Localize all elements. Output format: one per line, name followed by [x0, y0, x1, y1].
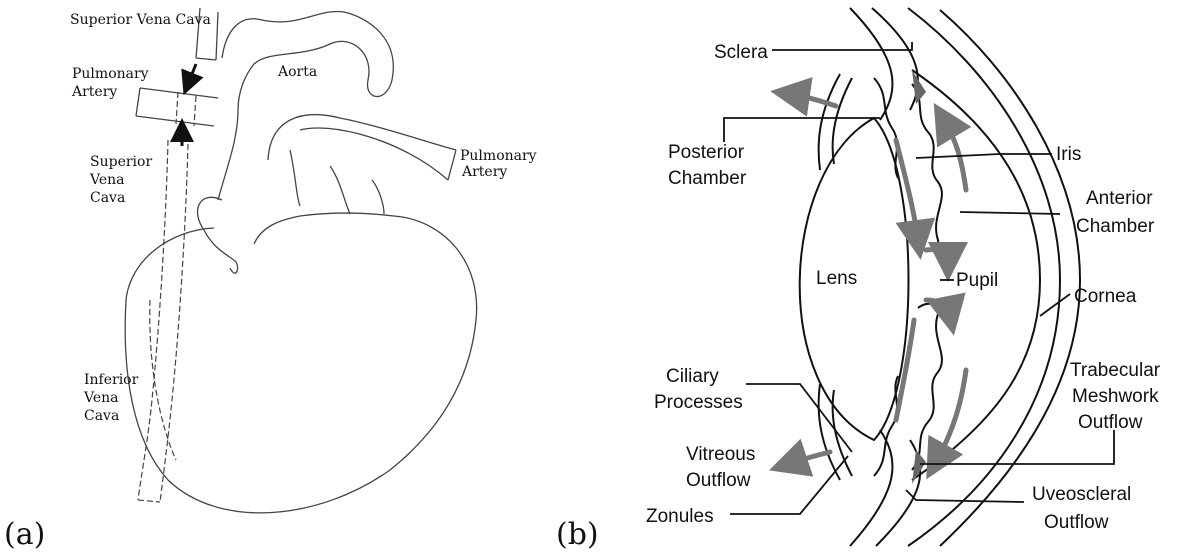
label-ciliary-processes-1: Ciliary [666, 366, 719, 387]
flow-arrow-posterior-top [896, 140, 918, 240]
sclera-bottom-outer [876, 440, 920, 546]
label-aorta: Aorta [277, 64, 317, 80]
sclera-top-outer [872, 8, 918, 110]
label-vitreous-outflow-2: Outflow [686, 470, 751, 491]
arrow-down-icon [188, 64, 196, 84]
label-superior-vena-cava-mid-2: Vena [89, 172, 124, 188]
flow-arrow-vitreous-bottom [788, 452, 830, 464]
label-ciliary-processes-2: Processes [654, 392, 743, 413]
label-pulmonary-artery-left-1: Pulmonary [72, 66, 149, 82]
panel-b-letter: (b) [556, 517, 599, 552]
ciliary-top-2 [833, 78, 852, 164]
heart-body [125, 197, 476, 513]
heart-inner-wall [150, 300, 176, 460]
label-pupil: Pupil [956, 270, 998, 291]
ciliary-top-1 [819, 74, 840, 170]
label-inferior-vena-cava-3: Cava [84, 408, 119, 424]
flow-arrow-anterior-bottom [936, 370, 966, 462]
label-lens: Lens [816, 268, 857, 289]
flow-arrow-pupil-top [926, 250, 948, 262]
pulmonary-artery-left-tube [136, 88, 218, 126]
label-iris: Iris [1056, 144, 1081, 165]
pulmonary-artery-right [268, 115, 456, 180]
label-posterior-chamber-2: Chamber [668, 168, 747, 189]
heart-diagram: Superior Vena Cava Pulmonary Artery Aort… [4, 8, 537, 552]
label-trabecular-2: Meshwork [1072, 386, 1159, 407]
label-inferior-vena-cava-1: Inferior [84, 372, 139, 388]
iris-bottom [912, 304, 942, 470]
aorta-arch [222, 11, 393, 110]
label-superior-vena-cava-mid-1: Superior [90, 154, 152, 170]
leader-cornea [1040, 294, 1070, 316]
sclera-top-inner [850, 8, 892, 120]
label-superior-vena-cava-mid-3: Cava [90, 190, 125, 206]
label-zonules: Zonules [646, 506, 714, 527]
leader-anterior-chamber [960, 212, 1060, 214]
label-posterior-chamber-1: Posterior [668, 142, 745, 163]
label-cornea: Cornea [1074, 286, 1137, 307]
label-inferior-vena-cava-2: Vena [83, 390, 118, 406]
label-pulmonary-artery-right-1: Pulmonary [460, 148, 537, 164]
panel-a-letter: (a) [4, 517, 45, 552]
leader-ciliary-processes [746, 384, 852, 452]
eye-diagram: Sclera Posterior Chamber Iris Anterior C… [556, 8, 1161, 552]
sclera-bottom-inner [850, 430, 892, 546]
label-anterior-chamber-1: Anterior [1086, 188, 1153, 209]
label-sclera: Sclera [714, 42, 768, 63]
label-pulmonary-artery-right-2: Artery [461, 164, 507, 180]
label-pulmonary-artery-left-2: Artery [71, 84, 117, 100]
label-trabecular-1: Trabecular [1070, 360, 1161, 381]
ciliary-process-bottom [874, 376, 898, 476]
label-superior-vena-cava-top: Superior Vena Cava [70, 12, 211, 28]
vena-cava-tube [138, 140, 188, 502]
aorta-left-wall [218, 110, 238, 200]
label-trabecular-3: Outflow [1078, 412, 1143, 433]
label-uveoscleral-outflow-1: Uveoscleral [1032, 484, 1131, 505]
leader-sclera [772, 42, 912, 50]
label-vitreous-outflow-1: Vitreous [686, 444, 755, 465]
pulmonary-veins [290, 150, 384, 214]
leader-uveoscleral [906, 490, 1024, 502]
label-anterior-chamber-2: Chamber [1076, 216, 1155, 237]
label-uveoscleral-outflow-2: Outflow [1044, 512, 1109, 533]
